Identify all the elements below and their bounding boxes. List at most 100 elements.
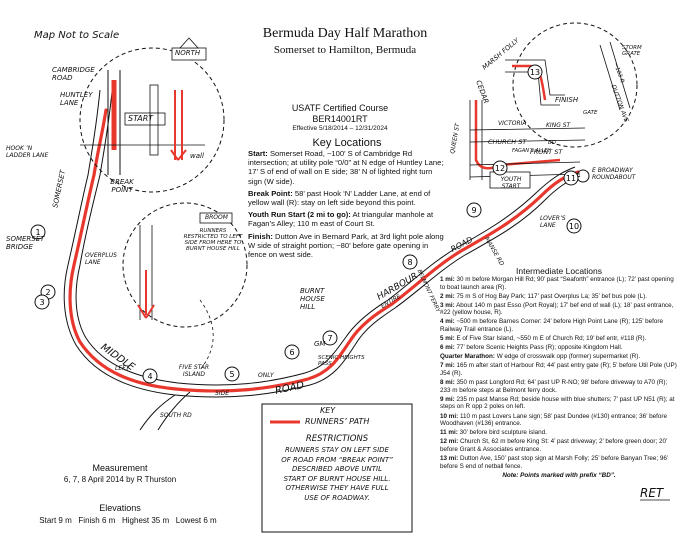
broom-label: BROOM bbox=[205, 214, 228, 221]
mile-marker-label-6: 6 bbox=[289, 348, 294, 357]
mile-marker-12 bbox=[492, 160, 508, 176]
south-rd-label: SOUTH RD bbox=[160, 412, 192, 419]
key-start: Start: Somerset Road, ~100’ S of Cambrid… bbox=[248, 149, 444, 186]
storm-grate-label: STORM GRATE bbox=[622, 45, 642, 57]
mile-marker-label-1: 1 bbox=[35, 228, 40, 237]
mile-marker-9 bbox=[466, 202, 482, 218]
mile-marker-6 bbox=[284, 344, 300, 360]
restrictions-title: RESTRICTIONS bbox=[305, 434, 369, 444]
mile-marker-label-7: 7 bbox=[327, 334, 332, 343]
side-label: SIDE bbox=[215, 390, 229, 397]
lovers-lane-label: LOVER’S LANE bbox=[540, 215, 566, 229]
key-locations-title: Key Locations bbox=[312, 137, 382, 149]
mile-marker-label-2: 2 bbox=[45, 288, 50, 297]
mile-marker-1 bbox=[30, 224, 46, 240]
burnt-house-hill-label: BURNT HOUSE HILL bbox=[300, 287, 325, 311]
key-locations: Key Locations Start: Somerset Road, ~100… bbox=[248, 137, 446, 262]
gate-label: GATE bbox=[583, 110, 598, 116]
gm-label: GM bbox=[314, 340, 326, 348]
mile-marker-5 bbox=[224, 366, 240, 382]
huntley-lane-label: HUNTLEY LANE bbox=[60, 91, 93, 107]
overplus-label: OVERPLUS LANE bbox=[85, 252, 117, 266]
measurement-title: Measurement bbox=[92, 463, 148, 473]
break-point-label: BREAK POINT bbox=[110, 178, 134, 194]
race-title: Bermuda Day Half Marathon bbox=[262, 26, 428, 41]
mile-marker-7 bbox=[322, 330, 338, 346]
north-label: NORTH bbox=[175, 49, 201, 57]
key-break-point: Break Point: 58’ past Hook ‘N’ Ladder La… bbox=[248, 188, 431, 208]
effective-dates: Effective 5/18/2014 – 12/31/2024 bbox=[292, 125, 388, 132]
start-label: START bbox=[128, 114, 154, 123]
mile-marker-label-9: 9 bbox=[471, 206, 476, 215]
hook-ladder-label: HOOK ’N LADDER LANE bbox=[6, 145, 49, 159]
map-scale-note: Map Not to Scale bbox=[34, 30, 120, 41]
mile-marker-label-12: 12 bbox=[495, 164, 505, 173]
mile-marker-8 bbox=[402, 254, 418, 270]
measurement-text: 6, 7, 8 April 2014 by R Thurston bbox=[63, 475, 177, 484]
key-youth-start: Youth Run Start (2 mi to go): At triangu… bbox=[248, 210, 434, 229]
bd-label: BD bbox=[548, 140, 557, 146]
king-st-label: KING ST bbox=[546, 122, 571, 129]
mile-marker-label-13: 13 bbox=[530, 68, 540, 77]
church-st-label: CHURCH ST bbox=[488, 138, 527, 146]
left-label: LEFT bbox=[115, 365, 130, 372]
mile-11-desc: 11 mi: 30’ before bird sculpture island. bbox=[440, 429, 547, 437]
cambridge-road-label: CAMBRIDGE ROAD bbox=[52, 66, 95, 82]
bd-note: Note: Points marked with prefix “BD”. bbox=[502, 471, 616, 479]
elevations-title: Elevations bbox=[99, 503, 141, 513]
intermediate-title: Intermediate Locations bbox=[516, 266, 602, 276]
mile-6-desc: 6 mi: 77’ before Scenic Heights Pass (R)… bbox=[440, 344, 623, 352]
five-star-label: FIVE STAR ISLAND bbox=[178, 364, 210, 378]
mile-marker-3 bbox=[34, 294, 50, 310]
course-id: BER14001RT bbox=[312, 114, 368, 124]
north-arrow bbox=[171, 37, 207, 61]
mile-marker-4 bbox=[142, 368, 158, 384]
mile-marker-label-11: 11 bbox=[566, 174, 576, 183]
mile-8-desc: 8 mi: 350 m past Longford Rd; 64’ past U… bbox=[440, 379, 668, 394]
intermediate-locations: Intermediate Locations 1 mi: 30 m before… bbox=[440, 266, 678, 479]
mile-marker-label-10: 10 bbox=[569, 222, 579, 231]
runners-path bbox=[68, 108, 580, 393]
restrictions-text: RUNNERS STAY ON LEFT SIDE OF ROAD FROM “… bbox=[281, 446, 393, 502]
fagans-alley-label: FAGAN’S ALLEY bbox=[512, 148, 551, 154]
signature: RET bbox=[640, 486, 664, 500]
start-inset bbox=[79, 47, 225, 193]
elevations-text: Start 9 m Finish 6 m Highest 35 m Lowest… bbox=[39, 516, 217, 525]
mile-5-desc: 5 mi: E of Five Star Island, ~550 m E of… bbox=[440, 335, 647, 343]
wall-label: wall bbox=[190, 152, 204, 160]
mile-12-desc: 12 mi: Church St, 62 m before King St: 4… bbox=[440, 438, 668, 453]
youth-start-label: YOUTH START bbox=[500, 176, 522, 190]
finish-label: FINISH bbox=[555, 96, 579, 104]
mile-marker-label-8: 8 bbox=[407, 258, 412, 267]
mile-1-desc: 1 mi: 30 m before Morgan Hill Rd; 90’ pa… bbox=[440, 276, 674, 291]
mile-7-desc: 7 mi: 165 m after start of Harbour Rd; 4… bbox=[440, 362, 677, 378]
quarter-marathon-desc: Quarter Marathon: W edge of crosswalk op… bbox=[440, 353, 641, 361]
mile-marker-11 bbox=[563, 170, 579, 186]
victoria-label: VICTORIA bbox=[498, 120, 527, 127]
e-broadway-label: E BROADWAY ROUNDABOUT bbox=[592, 167, 636, 181]
break-point-inset bbox=[122, 202, 248, 328]
mile-13-desc: 13 mi: Dutton Ave, 150’ past stop sign a… bbox=[440, 454, 669, 470]
runners-restricted-label: RUNNERS RESTRICTED TO LEFT SIDE FROM HER… bbox=[183, 228, 243, 252]
key-finish: Finish: Dutton Ave in Bernard Park, at 3… bbox=[248, 231, 444, 260]
legend-box bbox=[261, 403, 413, 533]
mile-10-desc: 10 mi: 110 m past Lovers Lane sign; 58’ … bbox=[440, 412, 667, 428]
race-subtitle: Somerset to Hamilton, Bermuda bbox=[273, 44, 417, 56]
mile-4-desc: 4 mi: ~500 m before Barnes Corner: 24’ b… bbox=[440, 318, 664, 334]
mile-2-desc: 2 mi: 75 m S of Hog Bay Park; 117’ past … bbox=[440, 292, 647, 300]
legend-key: KEY bbox=[320, 406, 336, 415]
mile-marker-label-5: 5 bbox=[229, 370, 234, 379]
scenic-heights-label: SCENIC HEIGHTS PASS bbox=[318, 355, 365, 367]
only-label: ONLY bbox=[258, 372, 274, 379]
legend-runners-path: RUNNERS’ PATH bbox=[305, 417, 370, 426]
mile-marker-label-3: 3 bbox=[39, 298, 44, 307]
mile-marker-label-4: 4 bbox=[147, 372, 152, 381]
certified-label: USATF Certified Course bbox=[291, 103, 389, 113]
mile-3-desc: 3 mi: About 140 m past Esso (Port Royal)… bbox=[440, 301, 674, 317]
mile-marker-13 bbox=[527, 64, 543, 80]
front-st-label: FRONT ST bbox=[530, 148, 563, 156]
mile-9-desc: 9 mi: 235 m past Manse Rd; beside house … bbox=[440, 395, 675, 411]
somerset-bridge-label: SOMERSET BRIDGE bbox=[6, 235, 45, 251]
